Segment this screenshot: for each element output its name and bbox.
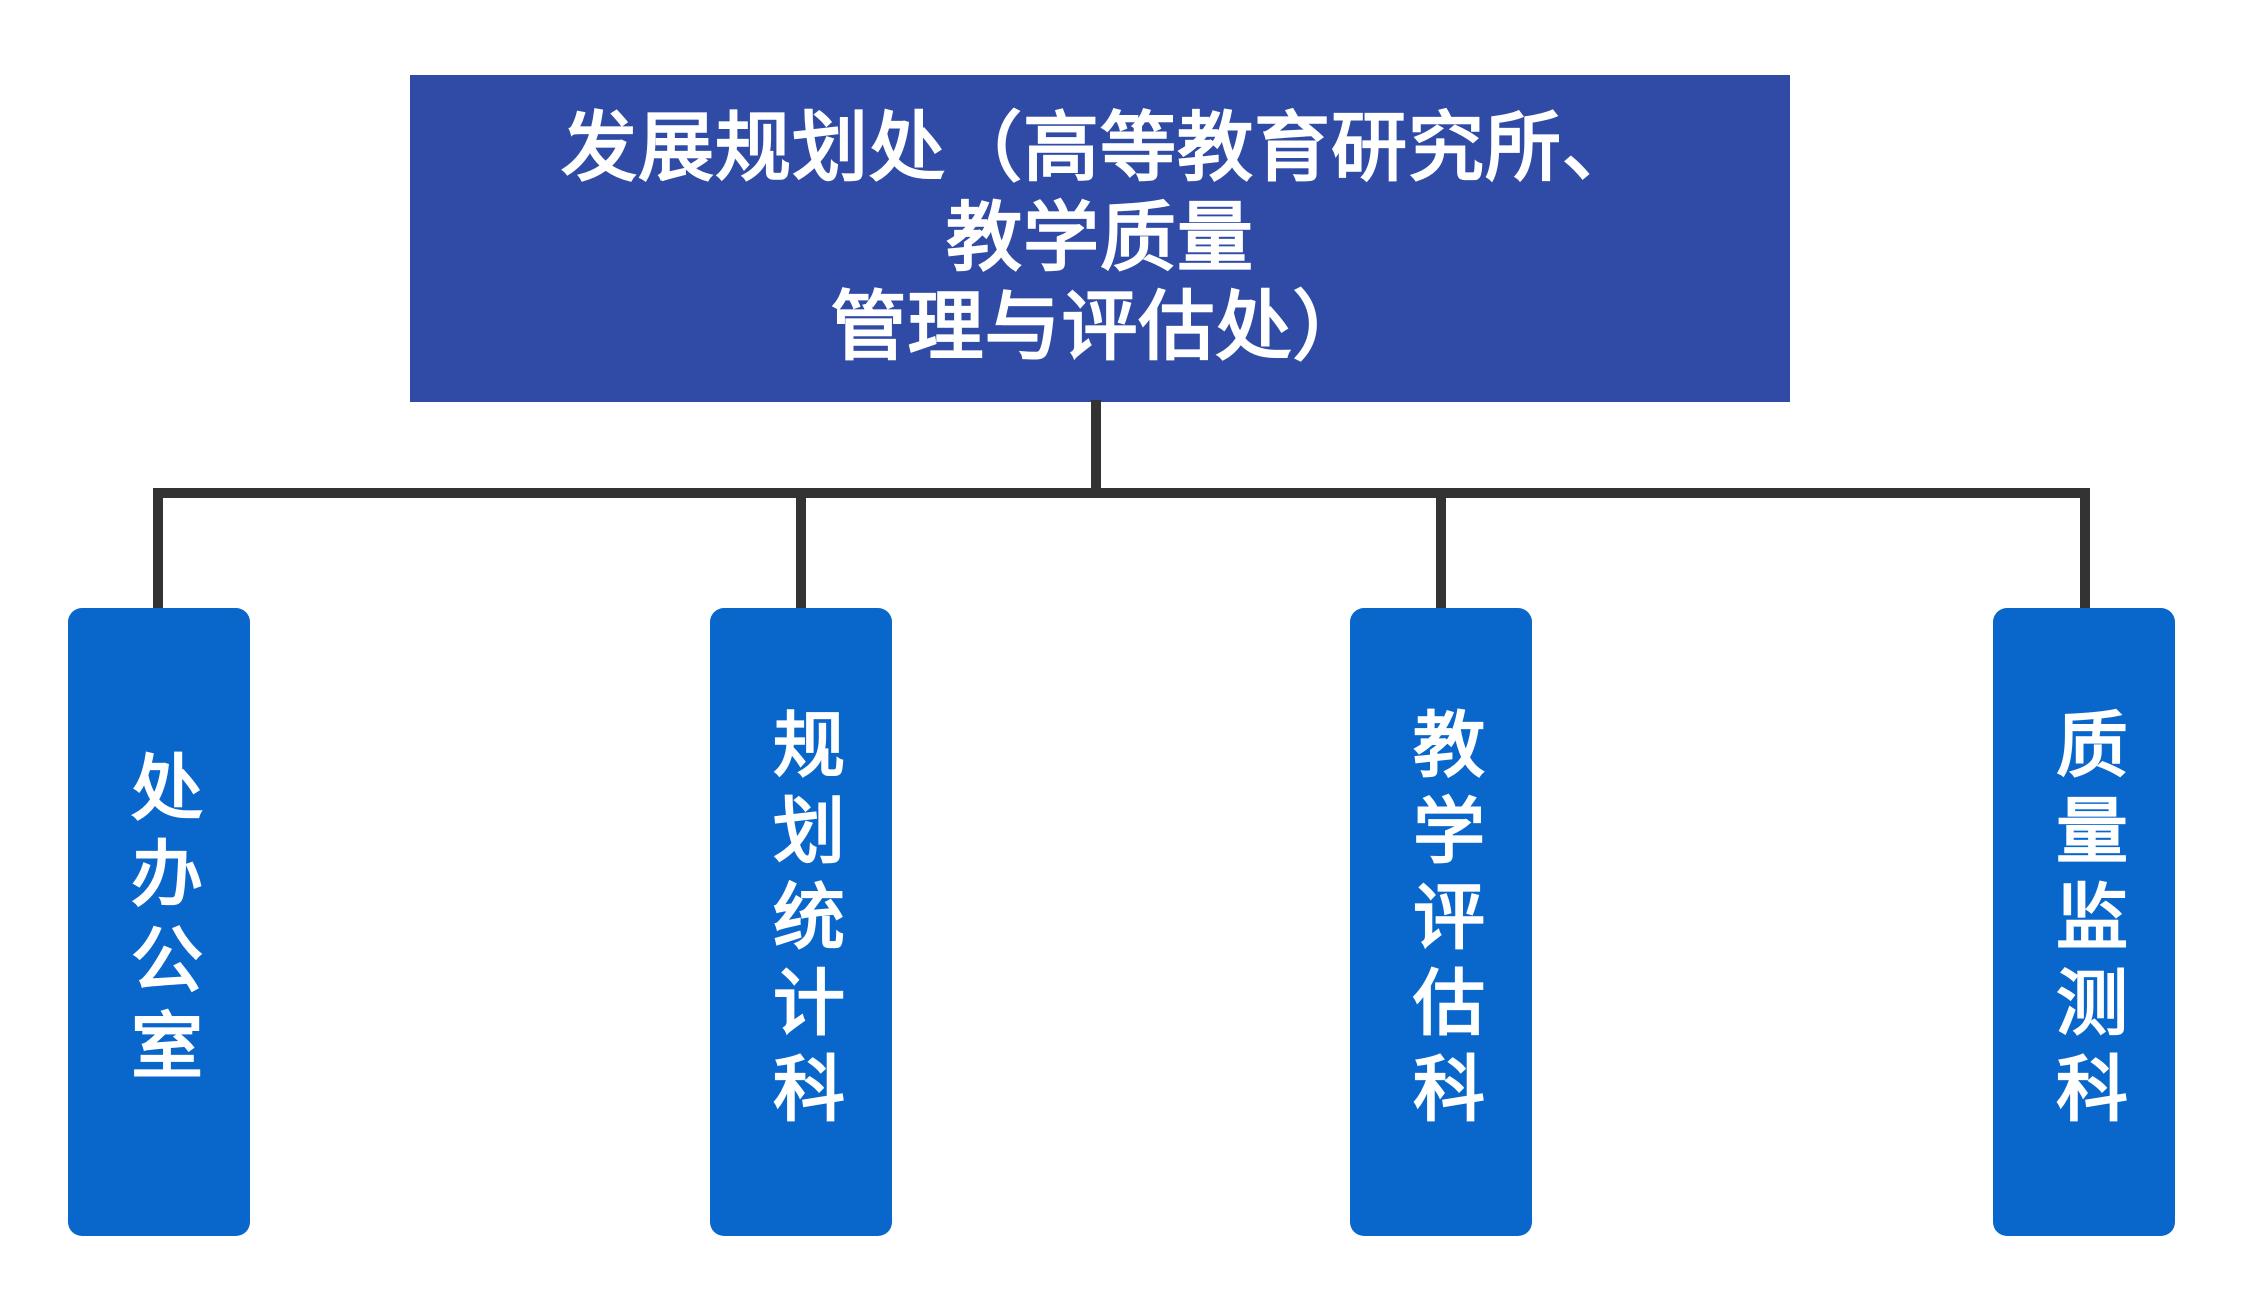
connector-horizontal-bus [153, 488, 2090, 498]
connector-drop-child-3 [1436, 488, 1446, 610]
connector-drop-child-4 [2080, 488, 2090, 610]
org-node-child-4-label: 质量监测科 [2044, 707, 2125, 1137]
org-node-child-2-label: 规划统计科 [761, 707, 842, 1137]
org-node-root[interactable]: 发展规划处（高等教育研究所、教学质量管理与评估处） [410, 75, 1790, 402]
org-node-child-2[interactable]: 规划统计科 [710, 608, 892, 1236]
connector-root-stem [1091, 400, 1101, 498]
connector-drop-child-1 [153, 488, 163, 610]
org-node-child-1[interactable]: 处办公室 [68, 608, 250, 1236]
org-node-child-1-label: 处办公室 [119, 750, 200, 1094]
org-node-root-label-line1: 发展规划处（高等教育研究所、教学质量 [561, 105, 1639, 281]
org-node-child-4[interactable]: 质量监测科 [1993, 608, 2175, 1236]
org-node-child-3[interactable]: 教学评估科 [1350, 608, 1532, 1236]
connector-drop-child-2 [796, 488, 806, 610]
org-node-root-label: 发展规划处（高等教育研究所、教学质量管理与评估处） [436, 104, 1764, 373]
org-node-root-label-line2: 管理与评估处） [830, 285, 1370, 371]
org-node-child-3-label: 教学评估科 [1401, 707, 1482, 1137]
